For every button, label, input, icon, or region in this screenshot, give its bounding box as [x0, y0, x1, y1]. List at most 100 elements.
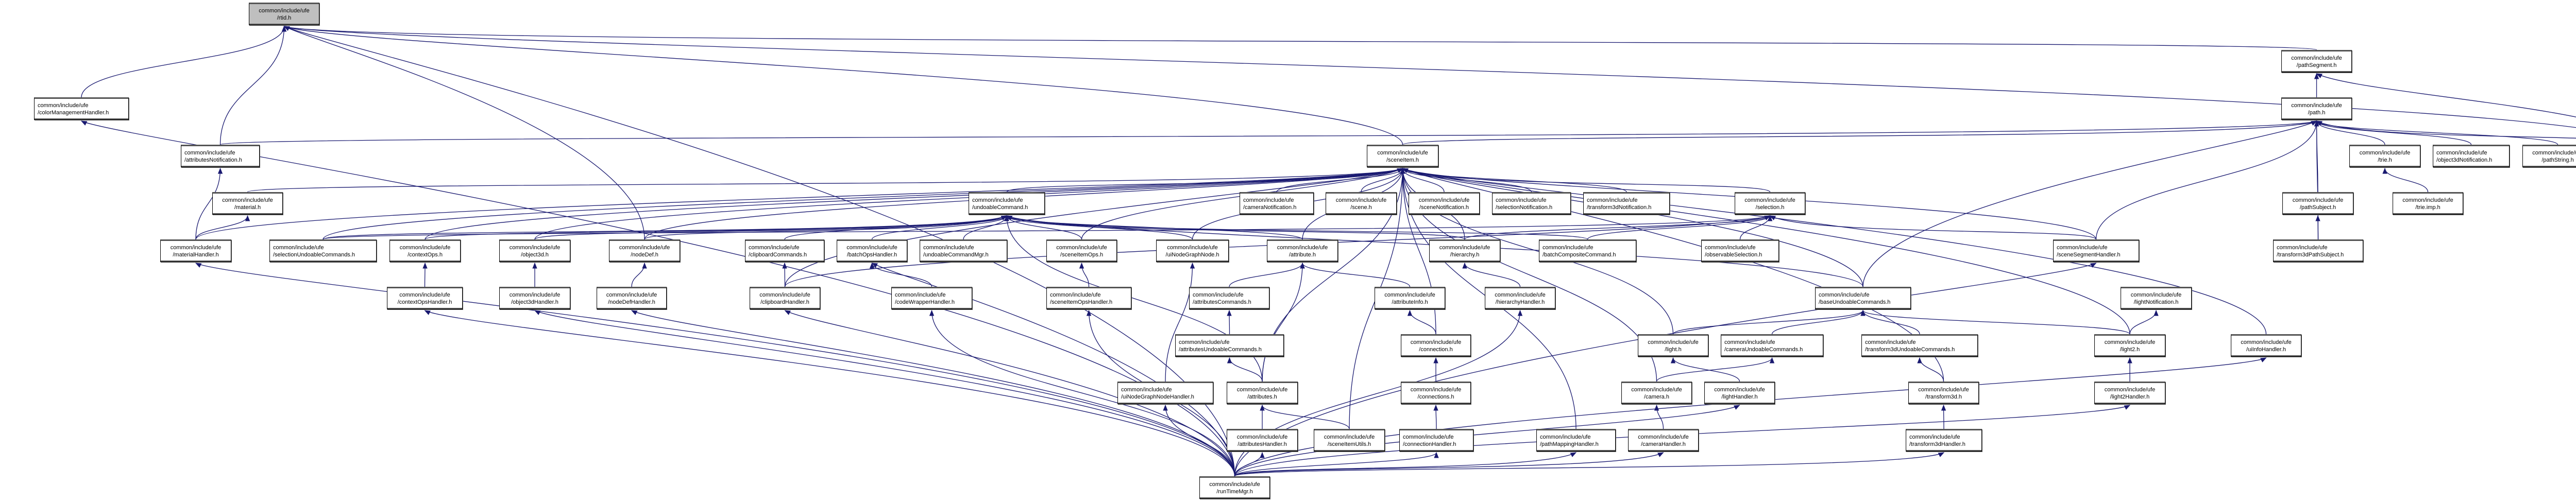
edge-selection-undoable-commands-to-undoable-command — [323, 215, 1008, 240]
node-label-file: /nodeDef.h — [631, 252, 658, 258]
node-light2[interactable]: common/include/ufe/light2.h — [2094, 334, 2165, 357]
node-label-dir: common/include/ufe — [1631, 387, 1682, 393]
node-selection-notification[interactable]: common/include/ufe/selectionNotification… — [1492, 192, 1571, 215]
node-hierarchy[interactable]: common/include/ufe/hierarchy.h — [1429, 239, 1500, 262]
node-context-ops[interactable]: common/include/ufe/contextOps.h — [389, 239, 461, 262]
edge-clipboard-commands-to-undoable-command — [784, 215, 1009, 240]
node-color-management-handler[interactable]: common/include/ufe/colorManagementHandle… — [34, 97, 129, 120]
node-material-handler[interactable]: common/include/ufe/materialHandler.h — [160, 239, 231, 262]
node-observable-selection[interactable]: common/include/ufe/observableSelection.h — [1701, 239, 1779, 262]
node-ui-node-graph-node[interactable]: common/include/ufe/uiNodeGraphNode.h — [1156, 239, 1229, 262]
node-attributes-handler[interactable]: common/include/ufe/attributesHandler.h — [1227, 429, 1298, 452]
node-label-file: /lightNotification.h — [2133, 299, 2179, 305]
node-node-def[interactable]: common/include/ufe/nodeDef.h — [609, 239, 680, 262]
node-path[interactable]: common/include/ufe/path.h — [2281, 97, 2352, 120]
node-scene-item-utils[interactable]: common/include/ufe/sceneItemUtils.h — [1314, 429, 1385, 452]
node-transform3d[interactable]: common/include/ufe/transform3d.h — [1908, 382, 1979, 404]
node-label-dir: common/include/ufe — [923, 245, 974, 251]
node-attributes-commands[interactable]: common/include/ufe/attributesCommands.h — [1189, 287, 1269, 309]
node-attributes-notification[interactable]: common/include/ufe/attributesNotificatio… — [181, 145, 260, 167]
node-light2-handler[interactable]: common/include/ufe/light2Handler.h — [2094, 382, 2165, 404]
node-path-subject[interactable]: common/include/ufe/pathSubject.h — [2282, 192, 2353, 215]
node-path-segment[interactable]: common/include/ufe/pathSegment.h — [2281, 50, 2352, 73]
node-connection-handler[interactable]: common/include/ufe/connectionHandler.h — [1399, 429, 1473, 452]
node-hierarchy-handler[interactable]: common/include/ufe/hierarchyHandler.h — [1485, 287, 1555, 309]
node-transform3d-notification[interactable]: common/include/ufe/transform3dNotificati… — [1583, 192, 1670, 215]
node-scene[interactable]: common/include/ufe/scene.h — [1326, 192, 1397, 215]
node-connections[interactable]: common/include/ufe/connections.h — [1401, 382, 1471, 404]
node-selection[interactable]: common/include/ufe/selection.h — [1735, 192, 1805, 215]
node-run-time-mgr[interactable]: common/include/ufe/runTimeMgr.h — [1199, 476, 1270, 499]
node-transform3d-undoable-commands[interactable]: common/include/ufe/transform3dUndoableCo… — [1861, 334, 1978, 357]
node-attribute-info[interactable]: common/include/ufe/attributeInfo.h — [1375, 287, 1445, 309]
node-connection[interactable]: common/include/ufe/connection.h — [1401, 334, 1471, 357]
node-trie-imp[interactable]: common/include/ufe/trie.imp.h — [2393, 192, 2463, 215]
node-transform3d-handler[interactable]: common/include/ufe/transform3dHandler.h — [1906, 429, 1982, 452]
edge-hierarchy-to-undoable-command — [1006, 215, 1465, 240]
node-label-dir: common/include/ufe — [399, 245, 451, 251]
node-label-dir: common/include/ufe — [2292, 197, 2344, 203]
node-light-handler[interactable]: common/include/ufe/lightHandler.h — [1704, 382, 1775, 404]
node-rtid[interactable]: common/include/ufe/rtid.h — [249, 3, 319, 25]
node-selection-undoable-commands[interactable]: common/include/ufe/selectionUndoableComm… — [269, 239, 377, 262]
node-label-dir: common/include/ufe — [1418, 197, 1470, 203]
node-light[interactable]: common/include/ufe/light.h — [1638, 334, 1708, 357]
node-label-file: /sceneItemOpsHandler.h — [1050, 299, 1113, 305]
node-label-file: /undoableCommandMgr.h — [923, 252, 989, 258]
node-scene-item[interactable]: common/include/ufe/sceneItem.h — [1367, 145, 1438, 167]
node-path-string[interactable]: common/include/ufe/pathString.h — [2522, 145, 2576, 167]
node-label-dir: common/include/ufe — [2359, 150, 2411, 156]
node-label-file: /hierarchyHandler.h — [1495, 299, 1545, 305]
node-camera[interactable]: common/include/ufe/camera.h — [1621, 382, 1692, 404]
node-transform3d-path-subject[interactable]: common/include/ufe/transform3dPathSubjec… — [2273, 239, 2363, 262]
node-base-undoable-commands[interactable]: common/include/ufe/baseUndoableCommands.… — [1815, 287, 1911, 309]
node-label-file: /light.h — [1665, 347, 1682, 353]
node-ui-node-graph-node-handler[interactable]: common/include/ufe/uiNodeGraphNodeHandle… — [1117, 382, 1213, 404]
node-label-dir: common/include/ufe — [2436, 150, 2487, 156]
edge-trie-imp-to-trie — [2382, 167, 2429, 193]
node-attribute[interactable]: common/include/ufe/attribute.h — [1267, 239, 1338, 262]
edge-run-time-mgr-to-camera-handler — [1234, 452, 1664, 477]
node-ui-info-handler[interactable]: common/include/ufe/uiInfoHandler.h — [2231, 334, 2301, 357]
node-scene-notification[interactable]: common/include/ufe/sceneNotification.h — [1409, 192, 1480, 215]
node-code-wrapper-handler[interactable]: common/include/ufe/codeWrapperHandler.h — [891, 287, 972, 309]
edge-hierarchy-handler-to-hierarchy — [1462, 262, 1521, 287]
node-scene-item-ops-handler[interactable]: common/include/ufe/sceneItemOpsHandler.h — [1046, 287, 1131, 309]
node-label-file: /scene.h — [1350, 204, 1372, 211]
node-label-file: /uiNodeGraphNodeHandler.h — [1121, 394, 1194, 400]
node-context-ops-handler[interactable]: common/include/ufe/contextOpsHandler.h — [387, 287, 463, 309]
node-label-file: /sceneNotification.h — [1419, 204, 1469, 211]
node-camera-notification[interactable]: common/include/ufe/cameraNotification.h — [1240, 192, 1314, 215]
node-label-dir: common/include/ufe — [1167, 245, 1218, 251]
node-label-file: /trie.h — [2378, 157, 2392, 163]
node-object3d-notification[interactable]: common/include/ufe/object3dNotification.… — [2433, 145, 2510, 167]
node-path-mapping-handler[interactable]: common/include/ufe/pathMappingHandler.h — [1536, 429, 1616, 452]
node-camera-undoable-commands[interactable]: common/include/ufe/cameraUndoableCommand… — [1721, 334, 1823, 357]
node-label-file: /trie.imp.h — [2415, 204, 2441, 211]
node-label-file: /lightHandler.h — [1721, 394, 1758, 400]
node-clipboard-handler[interactable]: common/include/ufe/clipboardHandler.h — [750, 287, 820, 309]
node-object3d[interactable]: common/include/ufe/object3d.h — [499, 239, 570, 262]
node-trie[interactable]: common/include/ufe/trie.h — [2349, 145, 2420, 167]
node-light-notification[interactable]: common/include/ufe/lightNotification.h — [2121, 287, 2192, 309]
node-label-dir: common/include/ufe — [1744, 197, 1795, 203]
node-batch-composite-command[interactable]: common/include/ufe/batchCompositeCommand… — [1539, 239, 1636, 262]
node-label-dir: common/include/ufe — [2277, 245, 2328, 251]
node-scene-item-ops[interactable]: common/include/ufe/sceneItemOps.h — [1046, 239, 1117, 262]
node-attributes[interactable]: common/include/ufe/attributes.h — [1227, 382, 1298, 404]
node-undoable-command[interactable]: common/include/ufe/undoableCommand.h — [969, 192, 1045, 215]
node-object3d-handler[interactable]: common/include/ufe/object3dHandler.h — [499, 287, 570, 309]
node-scene-segment-handler[interactable]: common/include/ufe/sceneSegmentHandler.h — [2053, 239, 2139, 262]
node-label-dir: common/include/ufe — [1587, 197, 1638, 203]
node-label-file: /attributesNotification.h — [184, 157, 242, 163]
node-label-dir: common/include/ufe — [1495, 292, 1546, 298]
node-batch-ops-handler[interactable]: common/include/ufe/batchOpsHandler.h — [837, 239, 907, 262]
node-camera-handler[interactable]: common/include/ufe/cameraHandler.h — [1628, 429, 1699, 452]
edge-camera-handler-to-camera — [1654, 404, 1664, 429]
node-node-def-handler[interactable]: common/include/ufe/nodeDefHandler.h — [597, 287, 667, 309]
node-undoable-command-mgr[interactable]: common/include/ufe/undoableCommandMgr.h — [920, 239, 1007, 262]
node-clipboard-commands[interactable]: common/include/ufe/clipboardCommands.h — [745, 239, 824, 262]
node-material[interactable]: common/include/ufe/material.h — [212, 192, 283, 215]
node-label-dir: common/include/ufe — [1724, 339, 1775, 345]
node-attributes-undoable-commands[interactable]: common/include/ufe/attributesUndoableCom… — [1175, 334, 1284, 357]
